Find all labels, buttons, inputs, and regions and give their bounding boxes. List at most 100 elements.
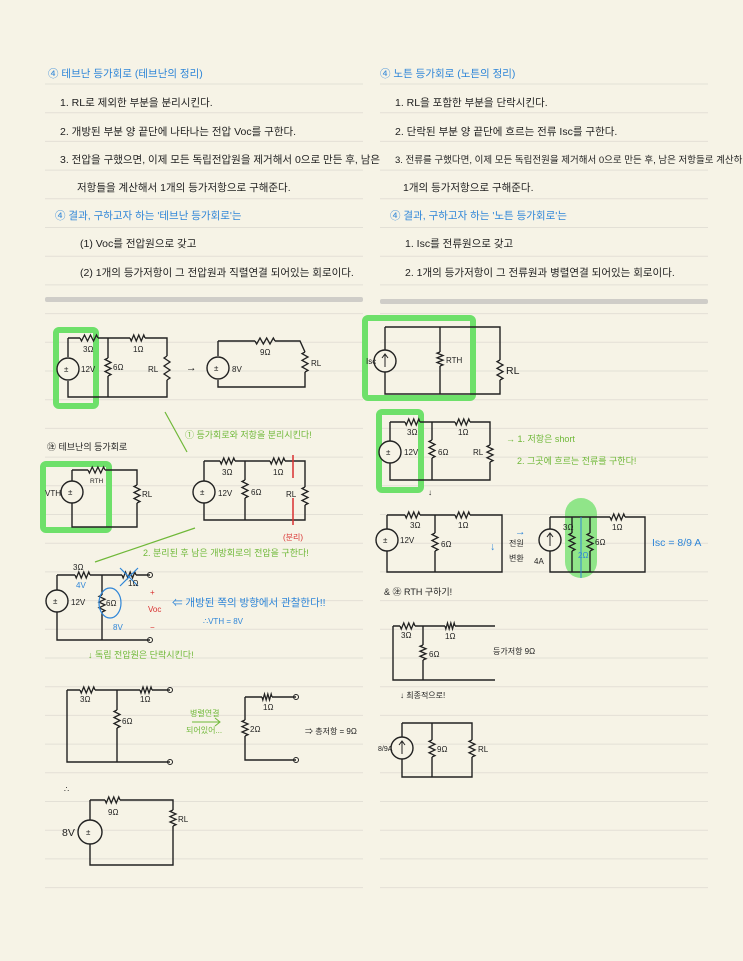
circuit-norton-shorted: ± 12V 3Ω 6Ω 1Ω ↓ bbox=[375, 510, 503, 573]
annotation: (분리) bbox=[283, 533, 303, 542]
svg-text:3Ω: 3Ω bbox=[80, 695, 90, 704]
svg-text:1Ω: 1Ω bbox=[263, 703, 273, 712]
resistor-icon bbox=[168, 809, 178, 827]
svg-text:↓: ↓ bbox=[428, 488, 432, 497]
section-divider-left bbox=[45, 297, 363, 302]
svg-text:3Ω: 3Ω bbox=[401, 631, 411, 640]
green-arrow bbox=[164, 411, 188, 453]
circuit-reduced: ± 8V 9Ω RL bbox=[206, 336, 322, 388]
norton-result: 1. Isc를 전류원으로 갖고 bbox=[405, 238, 514, 250]
svg-text:±: ± bbox=[86, 828, 91, 837]
svg-text:±: ± bbox=[53, 597, 58, 606]
thevenin-notes: ④ 테브난 등가회로 (테브난의 정리) 1. RL로 제외한 부분을 분리시킨… bbox=[48, 68, 380, 279]
resistor-icon bbox=[485, 444, 495, 463]
thevenin-step: 2. 개방된 부분 양 끝단에 나타나는 전압 Voc를 구한다. bbox=[60, 125, 296, 138]
svg-text:+: + bbox=[150, 588, 155, 597]
thevenin-step: 3. 전압을 구했으면, 이제 모든 독립전압원을 제거해서 0으로 만든 후,… bbox=[60, 153, 380, 166]
thevenin-step: 저항들을 계산해서 1개의 등가저항으로 구해준다. bbox=[77, 181, 291, 194]
thevenin-result-heading: ④ 결과, 구하고자 하는 '테브난 등가회로'는 bbox=[55, 209, 242, 222]
circuit-norton-final: 8/9A 9Ω RL bbox=[378, 722, 489, 778]
resistor-icon bbox=[121, 570, 137, 580]
thevenin-result: (2) 1개의 등가저항이 그 전압원과 직렬연결 되어있는 회로이다. bbox=[80, 266, 354, 279]
load-label: RL bbox=[311, 359, 322, 368]
svg-text:Isc: Isc bbox=[366, 357, 376, 366]
resistor-icon bbox=[139, 684, 153, 696]
svg-text:1Ω: 1Ω bbox=[458, 521, 468, 530]
resistor-icon bbox=[444, 620, 456, 632]
svg-text:6Ω: 6Ω bbox=[251, 488, 261, 497]
svg-text:3Ω: 3Ω bbox=[410, 521, 420, 530]
circuit-thevenin-final: ± 8V 9Ω RL bbox=[62, 795, 189, 866]
svg-text:되어있어...: 되어있어... bbox=[186, 725, 222, 735]
norton-step: 3. 전류를 구했다면, 이제 모든 독립전원을 제거해서 0으로 만든 후, … bbox=[395, 154, 743, 166]
arrow: → bbox=[186, 362, 197, 374]
svg-text:±: ± bbox=[383, 536, 388, 545]
total-resistance: ⇒ 총저항 = 9Ω bbox=[305, 727, 357, 736]
resistor-label: 9Ω bbox=[260, 348, 270, 357]
resistor-icon bbox=[435, 351, 445, 367]
resistor-icon bbox=[240, 719, 250, 737]
resistor-icon bbox=[609, 512, 626, 522]
thevenin-step: 1. RL로 제외한 부분을 분리시킨다. bbox=[60, 97, 213, 109]
resistor-icon bbox=[404, 417, 421, 427]
resistor-icon bbox=[269, 456, 286, 466]
svg-text:RL: RL bbox=[286, 490, 297, 499]
svg-text:−: − bbox=[150, 623, 155, 632]
resistor-icon bbox=[585, 532, 595, 552]
circuit-open-voltage: ± 3Ω 4V 12V 6Ω 4V 8V 1Ω + Voc − bbox=[45, 563, 161, 643]
norton-step: 2. 단락된 부분 양 끝단에 흐르는 전류 Isc를 구한다. bbox=[395, 126, 617, 138]
svg-text:8V: 8V bbox=[113, 623, 123, 632]
load-label: RL bbox=[142, 490, 153, 499]
resistor-icon bbox=[261, 691, 273, 703]
resistor-label: 3Ω bbox=[83, 345, 93, 354]
resistor-label: 6Ω bbox=[113, 363, 123, 372]
resistor-icon bbox=[418, 644, 428, 661]
circuit-thevenin-equivalent: ± VTH RTH RL bbox=[40, 461, 153, 533]
svg-text:1Ω: 1Ω bbox=[140, 695, 150, 704]
annotation: 2. 그곳에 흐르는 전류를 구한다! bbox=[517, 456, 636, 466]
resistor-icon bbox=[567, 532, 577, 552]
resistor-icon bbox=[103, 357, 113, 377]
resistor-icon bbox=[87, 465, 106, 475]
resistor-label: RTH bbox=[90, 478, 104, 485]
resistor-icon bbox=[74, 570, 91, 580]
resistor-icon bbox=[254, 336, 276, 346]
svg-text:6Ω: 6Ω bbox=[595, 538, 605, 547]
svg-text:RL: RL bbox=[178, 815, 189, 824]
annotation: → 1. 저항은 short bbox=[506, 434, 575, 444]
annotation: 변환 bbox=[509, 553, 524, 563]
svg-text:3Ω: 3Ω bbox=[407, 428, 417, 437]
svg-text:병렬연결: 병렬연결 bbox=[190, 708, 219, 718]
svg-text:4V: 4V bbox=[76, 581, 86, 590]
resistor-icon bbox=[79, 333, 99, 343]
svg-text:8V: 8V bbox=[62, 827, 75, 839]
resistor-icon bbox=[454, 417, 471, 427]
resistor-icon bbox=[427, 739, 437, 758]
svg-text:2Ω: 2Ω bbox=[578, 551, 588, 560]
source-label: VTH bbox=[45, 489, 61, 498]
isc-result: Isc = 8/9 A bbox=[652, 537, 701, 549]
norton-heading: ④ 노튼 등가회로 (노튼의 정리) bbox=[380, 68, 515, 80]
svg-text:2Ω: 2Ω bbox=[250, 725, 260, 734]
svg-text:6Ω: 6Ω bbox=[122, 717, 132, 726]
svg-text:↓: ↓ bbox=[490, 541, 495, 553]
equiv-resistance: 등가저항 9Ω bbox=[493, 647, 535, 656]
svg-text:3Ω: 3Ω bbox=[222, 468, 232, 477]
svg-text:±: ± bbox=[386, 448, 391, 457]
annotation: ↓ 최종적으로! bbox=[400, 690, 445, 700]
resistor-icon bbox=[112, 709, 122, 729]
norton-step: 1. RL을 포함한 부분을 단락시킨다. bbox=[395, 97, 548, 109]
circuit-norton-resistance: 3Ω 6Ω 1Ω bbox=[392, 620, 495, 681]
svg-text:12V: 12V bbox=[218, 489, 233, 498]
section-divider-right bbox=[380, 299, 708, 304]
svg-text:12V: 12V bbox=[400, 536, 415, 545]
svg-text:±: ± bbox=[68, 488, 73, 497]
equiv-title: ㊟ 테브난의 등가회로 bbox=[47, 442, 127, 452]
svg-text:3Ω: 3Ω bbox=[73, 563, 83, 572]
resistor-icon bbox=[240, 479, 250, 499]
circuit-norton-equivalent: Isc RTH RL bbox=[362, 315, 520, 401]
resistor-icon bbox=[300, 486, 310, 506]
resistor-icon bbox=[430, 532, 440, 552]
svg-text:±: ± bbox=[64, 365, 69, 374]
